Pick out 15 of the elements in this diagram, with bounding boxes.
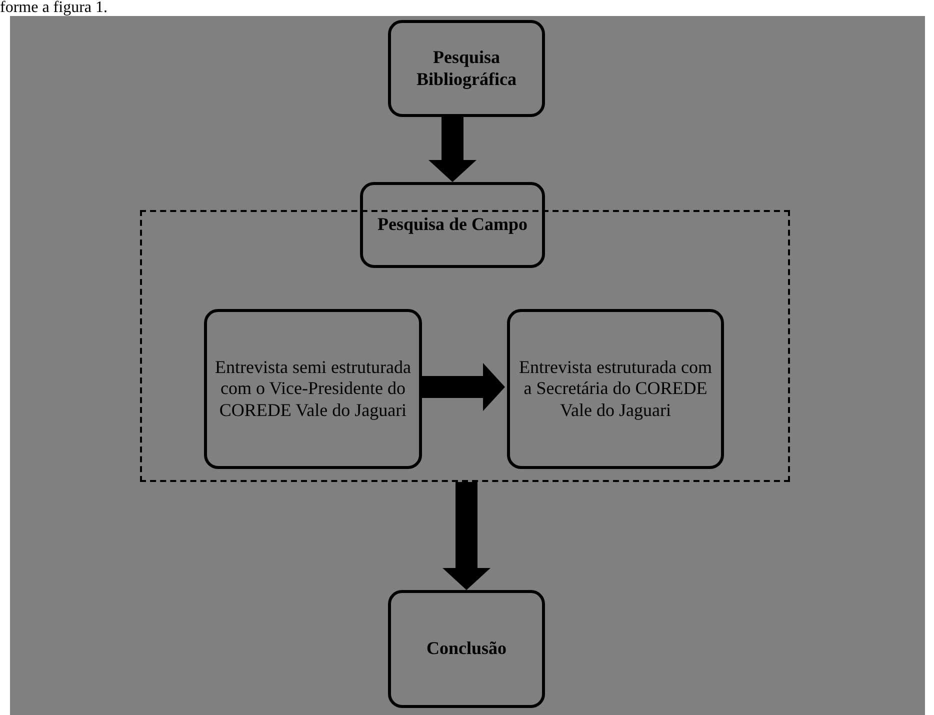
process-box bbox=[507, 309, 724, 469]
process-box bbox=[388, 590, 545, 708]
body-text: forme a figura 1. bbox=[0, 0, 108, 16]
process-box bbox=[204, 309, 422, 469]
box-text: Entrevista estruturada com a Secretária do COREDE Vale do Jaguari bbox=[518, 356, 713, 422]
process-box bbox=[360, 182, 545, 268]
block-arrow bbox=[420, 363, 505, 411]
box-text: Pesquisa de Campo bbox=[376, 214, 529, 236]
process-box bbox=[388, 20, 545, 117]
dashed-group-frame bbox=[140, 210, 790, 482]
block-arrow bbox=[428, 117, 476, 182]
box-text: Conclusão bbox=[425, 638, 508, 660]
box-text: Pesquisa Bibliográfica bbox=[416, 46, 518, 90]
block-arrow bbox=[442, 482, 490, 590]
box-text: Entrevista semi estruturada com o Vice-Presidente do COREDE Vale do Jaguari bbox=[214, 356, 412, 422]
